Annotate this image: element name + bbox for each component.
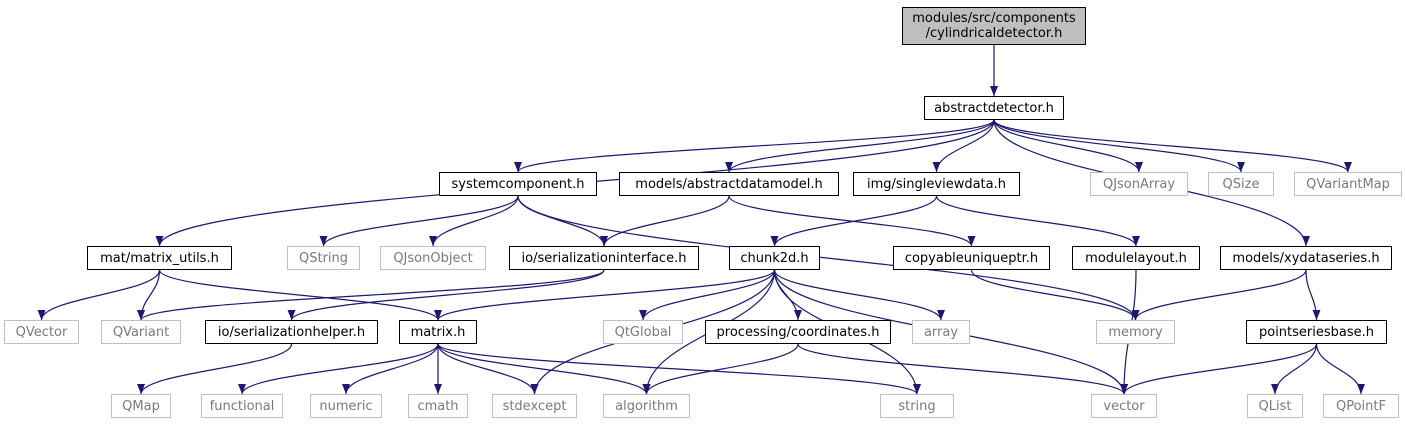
edge-systemcomponent-to-memory [517, 195, 1140, 321]
edge-abstractdatamodel-to-copyableuniqueptr [728, 195, 976, 247]
edge-matrix-to-functional [238, 343, 439, 395]
edge-singleviewdata-to-chunk2d [770, 195, 938, 247]
edge-chunk2d-to-matrix [434, 269, 776, 321]
node-qjsonobject: QJsonObject [380, 246, 486, 270]
edge-matrix-utils-to-qvector [37, 269, 161, 321]
edge-systemcomponent-to-serializationinterface [517, 195, 608, 247]
root-node-label-line1: modules/src/components [912, 11, 1076, 26]
edge-matrix-to-numeric [342, 343, 439, 395]
edge-serializationinterface-to-serializationhelper [287, 269, 605, 321]
node-modulelayout[interactable]: modulelayout.h [1072, 246, 1200, 270]
edge-abstractdetector-to-systemcomponent [514, 119, 995, 173]
edge-coordinates-to-algorithm [642, 343, 799, 395]
edge-abstractdetector-to-singleviewdata [932, 119, 995, 173]
node-copyableuniqueptr[interactable]: copyableuniqueptr.h [893, 246, 1050, 270]
node-cmath: cmath [408, 394, 468, 418]
node-xydataseries[interactable]: models/xydataseries.h [1220, 246, 1392, 270]
node-array: array [912, 320, 970, 344]
edge-pointseriesbase-to-vector [1120, 343, 1318, 395]
edge-abstractdatamodel-to-serializationinterface [600, 195, 730, 247]
edge-matrix-to-string [437, 343, 921, 395]
node-functional: functional [201, 394, 283, 418]
node-singleviewdata[interactable]: img/singleviewdata.h [853, 172, 1020, 196]
edge-systemcomponent-to-qstring [319, 195, 519, 247]
edge-matrix-utils-to-qvariant [137, 269, 161, 321]
node-string: string [880, 394, 954, 418]
edge-pointseriesbase-to-qpointf [1315, 343, 1365, 395]
node-qsize: QSize [1208, 172, 1274, 196]
edge-pointseriesbase-to-qlist [1271, 343, 1318, 395]
node-algorithm: algorithm [603, 394, 690, 418]
edge-systemcomponent-to-qjsonobject [429, 195, 519, 247]
edge-xydataseries-to-pointseriesbase [1305, 269, 1321, 321]
node-abstractdatamodel[interactable]: models/abstractdatamodel.h [619, 172, 839, 196]
node-serializationinterface[interactable]: io/serializationinterface.h [509, 246, 699, 270]
node-qmap: QMap [111, 394, 171, 418]
root-node-cylindricaldetector[interactable]: modules/src/components/cylindricaldetect… [902, 7, 1086, 45]
node-serializationhelper[interactable]: io/serializationhelper.h [205, 320, 378, 344]
node-coordinates[interactable]: processing/coordinates.h [705, 320, 891, 344]
node-stdexcept: stdexcept [492, 394, 577, 418]
edge-matrix-to-stdexcept [437, 343, 539, 395]
node-vector: vector [1091, 394, 1157, 418]
edge-abstractdetector-to-qsize [993, 119, 1245, 173]
node-qlist: QList [1247, 394, 1303, 418]
edge-xydataseries-to-memory [1131, 269, 1307, 321]
edge-matrix-to-algorithm [437, 343, 651, 395]
edge-chunk2d-to-qtglobal [639, 269, 776, 321]
node-matrix-utils[interactable]: mat/matrix_utils.h [87, 246, 232, 270]
dependency-edges [37, 45, 1365, 395]
edge-chunk2d-to-coordinates [773, 269, 802, 321]
root-node-label-line2: /cylindricaldetector.h [925, 26, 1063, 41]
node-qvector: QVector [4, 320, 79, 344]
node-chunk2d[interactable]: chunk2d.h [729, 246, 820, 270]
node-qtglobal: QtGlobal [603, 320, 683, 344]
edge-abstractdetector-to-abstractdatamodel [725, 119, 995, 173]
node-qjsonarray: QJsonArray [1090, 172, 1188, 196]
edge-copyableuniqueptr-to-memory [970, 269, 1140, 321]
edge-serializationinterface-to-qvariant [137, 269, 605, 321]
node-abstractdetector[interactable]: abstractdetector.h [924, 96, 1064, 120]
node-qstring: QString [287, 246, 360, 270]
edge-singleviewdata-to-modulelayout [935, 195, 1140, 247]
node-memory: memory [1096, 320, 1175, 344]
node-matrix[interactable]: matrix.h [399, 320, 477, 344]
node-numeric: numeric [310, 394, 382, 418]
node-qvariantmap: QVariantMap [1294, 172, 1402, 196]
edge-coordinates-to-vector [797, 343, 1128, 395]
node-qpointf: QPointF [1323, 394, 1399, 418]
node-systemcomponent[interactable]: systemcomponent.h [439, 172, 597, 196]
node-qvariant: QVariant [101, 320, 181, 344]
edge-matrix-utils-to-matrix [158, 269, 442, 321]
edge-abstractdetector-to-qjsonarray [993, 119, 1143, 173]
edge-abstractdetector-to-qvariantmap [993, 119, 1352, 173]
node-pointseriesbase[interactable]: pointseriesbase.h [1246, 320, 1387, 344]
edge-chunk2d-to-array [773, 269, 945, 321]
edge-serializationhelper-to-qmap [137, 343, 293, 395]
